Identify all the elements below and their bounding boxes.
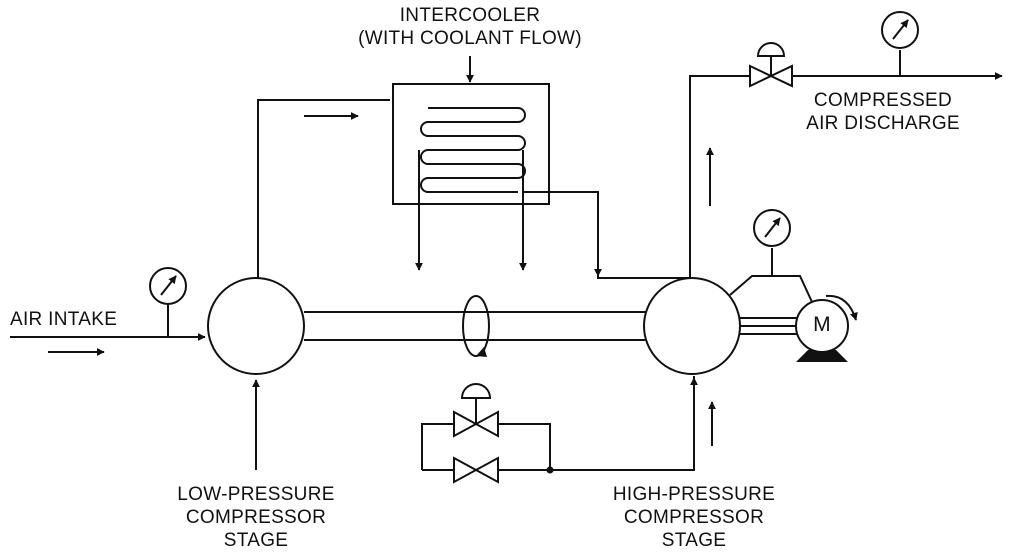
intake-pressure-gauge-icon	[149, 267, 187, 305]
discharge-line	[689, 50, 1003, 278]
lp-stage-label: LOW-PRESSURE COMPRESSOR STAGE	[146, 483, 366, 552]
hp-stage-label: HIGH-PRESSURE COMPRESSOR STAGE	[584, 483, 804, 552]
hp-housing	[729, 248, 813, 303]
intercooler-coil	[420, 107, 526, 193]
compressed-air-label-line-1: COMPRESSED	[813, 90, 953, 111]
motor-icon	[795, 294, 858, 362]
lp-stage-label-line-1: LOW-PRESSURE	[177, 484, 335, 505]
air-intake-line	[10, 304, 206, 356]
drive-shaft	[304, 311, 648, 341]
intercooler-label-line-2: (WITH COOLANT FLOW)	[358, 28, 582, 49]
motor-coupling	[738, 317, 800, 335]
lp-stage-label-line-3: STAGE	[223, 530, 289, 551]
discharge-pressure-gauge-icon	[881, 11, 919, 49]
intercooler-outlet-line	[523, 191, 690, 279]
intercooler-label-line-1: INTERCOOLER	[399, 5, 541, 26]
lp-stage-label-line-2: COMPRESSOR	[185, 507, 327, 528]
coolant-drain-lines	[415, 150, 527, 271]
motor-label: M	[813, 313, 831, 336]
bypass-control-valve-icon	[453, 383, 499, 438]
air-intake-label: AIR INTAKE	[10, 309, 118, 330]
compressed-air-label-line-2: AIR DISCHARGE	[806, 113, 960, 134]
hp-stage-label-line-1: HIGH-PRESSURE	[612, 484, 776, 505]
shaft-rotation-icon	[462, 295, 490, 357]
bypass-manual-valve-icon	[453, 456, 499, 484]
hp-pressure-gauge-icon	[753, 209, 791, 247]
hp-stage-label-line-3: STAGE	[661, 530, 727, 551]
discharge-valve-icon	[749, 42, 793, 88]
hp-compressor-stage	[643, 277, 741, 375]
compressed-air-label: COMPRESSED AIR DISCHARGE	[778, 89, 988, 135]
lp-compressor-stage	[207, 277, 305, 375]
intercooler-label: INTERCOOLER (WITH COOLANT FLOW)	[320, 4, 620, 50]
lp-outlet-line	[257, 99, 390, 278]
hp-stage-label-line-2: COMPRESSOR	[623, 507, 765, 528]
